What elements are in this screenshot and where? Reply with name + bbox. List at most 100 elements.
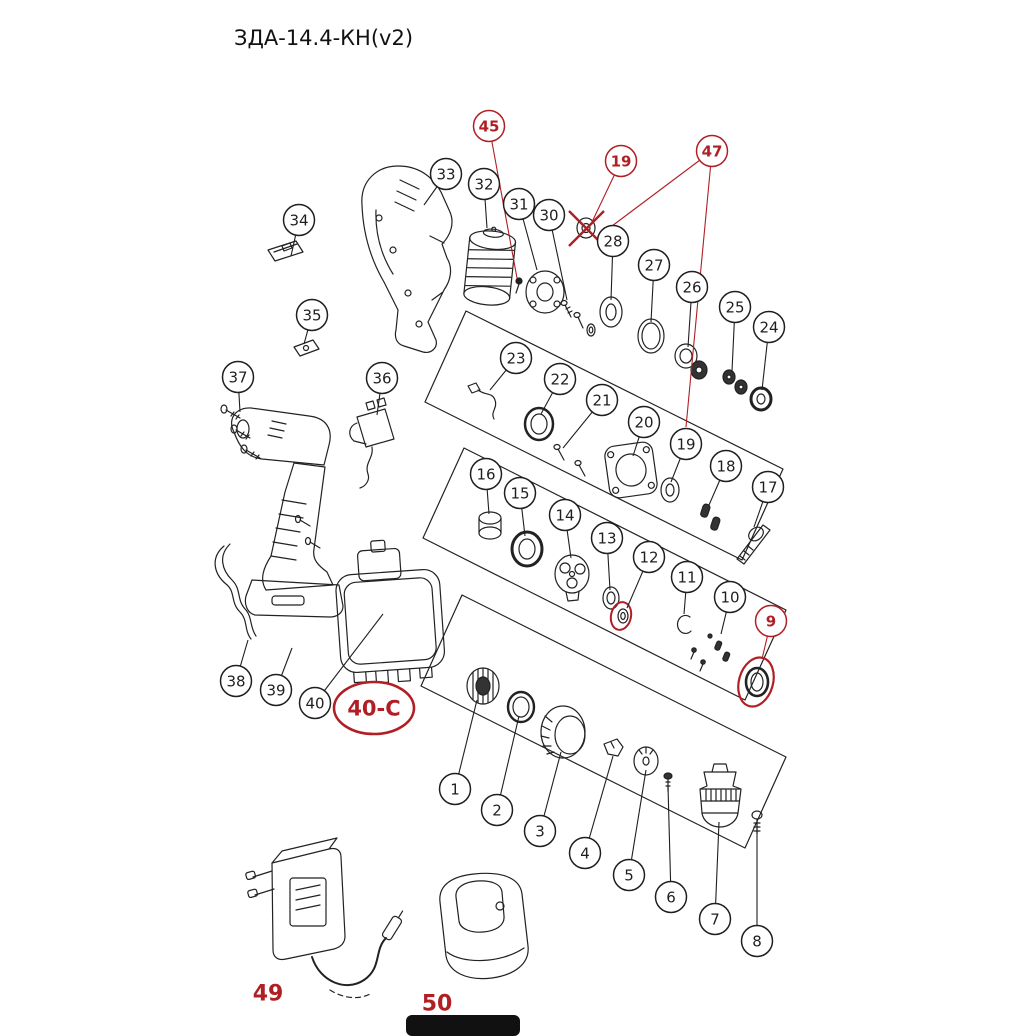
callout-8-label: 8 bbox=[752, 932, 762, 950]
callout-9-balloon bbox=[754, 604, 788, 638]
part-motor-32 bbox=[463, 226, 517, 306]
callout-49: 49 bbox=[253, 982, 284, 1007]
callout-10-balloon bbox=[713, 580, 747, 614]
callout-40-label: 40 bbox=[305, 694, 324, 712]
part-ring-27 bbox=[637, 318, 665, 354]
callout-33-label: 33 bbox=[436, 165, 455, 183]
callout-16-label: 16 bbox=[476, 465, 495, 483]
callout-16: 16 bbox=[469, 457, 503, 491]
callout-47: 47 bbox=[695, 134, 729, 168]
callout-20-label: 20 bbox=[634, 413, 653, 431]
part-shaft-17 bbox=[736, 524, 771, 565]
part-circlip-11 bbox=[676, 614, 692, 635]
callout-11-balloon bbox=[670, 560, 704, 594]
callout-14: 14 bbox=[548, 498, 582, 532]
callout-32-label: 32 bbox=[474, 175, 493, 193]
part-lever-4 bbox=[603, 738, 624, 757]
callout-34-balloon bbox=[282, 203, 316, 237]
callout-47-label: 47 bbox=[702, 142, 723, 160]
callout-27-balloon bbox=[637, 248, 671, 282]
part-screws-37 bbox=[220, 404, 261, 460]
callout-12-label: 12 bbox=[639, 548, 658, 566]
callout-17-label: 17 bbox=[758, 478, 777, 496]
callout-34-label: 34 bbox=[289, 211, 308, 229]
callout-12-balloon bbox=[632, 540, 666, 574]
cropped-bottom-element bbox=[406, 1015, 520, 1036]
callout-40: 40 bbox=[298, 686, 332, 720]
callout-19-red-label: 19 bbox=[611, 152, 632, 170]
callout-26-balloon bbox=[675, 270, 709, 304]
red-annotations bbox=[568, 210, 775, 708]
callout-24-balloon bbox=[752, 310, 786, 344]
callout-19-label: 19 bbox=[676, 435, 695, 453]
callout-33: 33 bbox=[429, 157, 463, 191]
part-drill-body bbox=[230, 407, 344, 618]
callout-26-label: 26 bbox=[682, 278, 701, 296]
part-charger-stand-50 bbox=[439, 872, 529, 980]
part-clip-34 bbox=[267, 240, 304, 262]
callout-24-label: 24 bbox=[759, 318, 778, 336]
diagram-title: ЗДА-14.4-КН(v2) bbox=[234, 26, 414, 50]
callout-50-label: 50 bbox=[422, 992, 453, 1017]
callout-5: 5 bbox=[612, 858, 646, 892]
highlight-ellipse-9 bbox=[737, 656, 775, 708]
callout-39-label: 39 bbox=[266, 681, 285, 699]
callout-36-balloon bbox=[365, 361, 399, 395]
callout-4-label: 4 bbox=[580, 844, 590, 862]
callout-19: 19 bbox=[669, 427, 703, 461]
callout-40-C: 40-C bbox=[332, 680, 416, 736]
part-cap-1 bbox=[466, 667, 500, 705]
callout-40-balloon bbox=[298, 686, 332, 720]
callout-6-label: 6 bbox=[666, 888, 676, 906]
callout-30-label: 30 bbox=[539, 206, 558, 224]
callout-21-label: 21 bbox=[592, 391, 611, 409]
callout-47-balloon bbox=[695, 134, 729, 168]
callout-6-balloon bbox=[654, 880, 688, 914]
leader-5 bbox=[628, 769, 647, 876]
callout-24: 24 bbox=[752, 310, 786, 344]
callout-22: 22 bbox=[543, 362, 577, 396]
callout-31-balloon bbox=[502, 187, 536, 221]
callout-1: 1 bbox=[438, 772, 472, 806]
callout-3-balloon bbox=[523, 814, 557, 848]
callout-15: 15 bbox=[503, 476, 537, 510]
callout-31: 31 bbox=[502, 187, 536, 221]
callout-18-label: 18 bbox=[716, 457, 735, 475]
callout-2-label: 2 bbox=[492, 801, 502, 819]
callout-32-balloon bbox=[467, 167, 501, 201]
callout-13: 13 bbox=[590, 521, 624, 555]
callout-38-label: 38 bbox=[226, 672, 245, 690]
callout-39: 39 bbox=[259, 673, 293, 707]
leader-4 bbox=[584, 755, 614, 854]
part-pins-18 bbox=[700, 503, 721, 531]
callout-40-C-label: 40-C bbox=[347, 696, 400, 720]
callout-34: 34 bbox=[282, 203, 316, 237]
callout-45: 45 bbox=[472, 109, 506, 143]
callout-6: 6 bbox=[654, 880, 688, 914]
highlight-ellipse-12 bbox=[609, 601, 633, 631]
part-disc-5 bbox=[633, 746, 659, 776]
callout-49-label: 49 bbox=[253, 982, 284, 1007]
leader-40 bbox=[314, 613, 384, 704]
callout-28-label: 28 bbox=[603, 232, 622, 250]
callout-28: 28 bbox=[596, 224, 630, 258]
callout-7-label: 7 bbox=[710, 910, 720, 928]
callout-10-label: 10 bbox=[720, 588, 739, 606]
callout-26: 26 bbox=[675, 270, 709, 304]
callout-38-balloon bbox=[219, 664, 253, 698]
callout-35-balloon bbox=[295, 298, 329, 332]
panel-upper bbox=[424, 310, 784, 561]
callout-18-balloon bbox=[709, 449, 743, 483]
part-bearing-24 bbox=[749, 386, 773, 412]
callout-19-balloon bbox=[669, 427, 703, 461]
callout-27: 27 bbox=[637, 248, 671, 282]
part-ring-13 bbox=[602, 586, 620, 610]
callout-36: 36 bbox=[365, 361, 399, 395]
part-gearbox-20 bbox=[604, 441, 658, 499]
callout-7: 7 bbox=[698, 902, 732, 936]
part-washer-19 bbox=[660, 477, 680, 503]
callout-17: 17 bbox=[751, 470, 785, 504]
part-wires-38 bbox=[214, 543, 257, 640]
